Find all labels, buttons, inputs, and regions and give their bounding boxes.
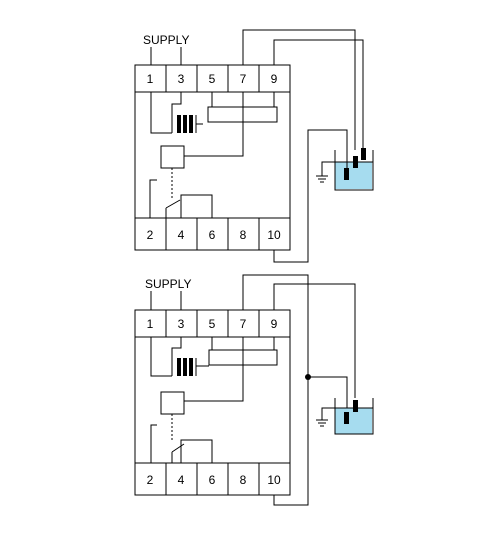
terminal-3-label: 3 [178,72,185,86]
terminal-4-label: 4 [178,228,185,242]
external-wiring [242,274,356,506]
terminal-6-label: 6 [209,228,216,242]
supply-label: SUPPLY [145,277,191,291]
diagram-2: SUPPLY 1 3 5 7 9 2 4 6 8 10 [134,274,374,506]
terminal-8-label: 8 [240,228,247,242]
terminal-2-label: 2 [147,228,154,242]
terminal-10-label: 10 [267,473,281,487]
terminal-1-label: 1 [147,72,154,86]
electrode-low-icon [344,412,349,424]
diagram-1: SUPPLY 1 3 5 7 9 2 4 6 8 10 [134,29,374,263]
control-module [160,391,185,415]
external-wiring [242,29,364,263]
terminal-9-label: 9 [271,317,278,331]
liquid-tank [334,398,374,435]
junction-dot [305,374,311,380]
tank-outline [334,150,374,191]
terminal-7-label: 7 [240,72,247,86]
terminal-3-label: 3 [178,317,185,331]
terminal-9-label: 9 [271,72,278,86]
electrode-high-icon [353,156,358,168]
electrode-ref-icon [361,148,366,160]
terminal-8-label: 8 [240,473,247,487]
terminal-7-wire [184,337,244,402]
terminal-1-label: 1 [147,317,154,331]
tank-outline [334,398,374,435]
changeover-contact-icon [149,179,213,218]
control-module [160,145,185,169]
terminal-4-label: 4 [178,473,185,487]
terminal-10-label: 10 [267,228,281,242]
water-fill [335,408,372,434]
terminal-5-label: 5 [209,72,216,86]
electrode-low-icon [344,168,349,180]
changeover-contact-icon [150,424,213,463]
transformer-icon [150,92,203,134]
supply-label: SUPPLY [143,33,189,47]
terminal-7-label: 7 [240,317,247,331]
electrode-high-icon [353,400,358,412]
terminal-5-label: 5 [209,317,216,331]
liquid-tank [334,148,374,191]
terminal-7-wire [184,92,244,157]
transformer-icon [150,337,209,377]
terminal-6-label: 6 [209,473,216,487]
terminal-2-label: 2 [147,473,154,487]
